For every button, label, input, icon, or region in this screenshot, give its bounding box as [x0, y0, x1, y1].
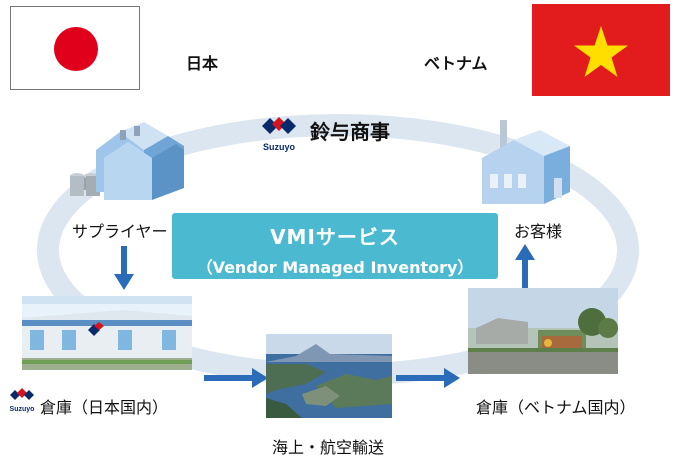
transport-photo [266, 334, 392, 418]
supplier-label: サプライヤー [72, 222, 168, 241]
vmi-service-box: VMIサービス （Vendor Managed Inventory） [172, 213, 498, 279]
japan-label: 日本 [186, 54, 219, 73]
arrow-warehouse-to-transport [204, 368, 268, 388]
customer-factory-icon [474, 118, 578, 210]
logo-text: Suzuyo [262, 142, 295, 152]
japan-flag-icon [10, 6, 140, 90]
supplier-factory-icon [64, 122, 190, 208]
warehouse-vietnam-photo [468, 288, 618, 374]
customer-label: お客様 [514, 222, 563, 241]
small-logo-text: Suzuyo [9, 406, 35, 413]
warehouse-vietnam-label: 倉庫（ベトナム国内） [476, 398, 636, 417]
warehouse-japan-photo [22, 296, 192, 370]
suzuyo-logo-icon: Suzuyo [256, 114, 302, 154]
arrow-supplier-to-warehouse [114, 246, 134, 290]
arrow-transport-to-warehouse-vn [396, 368, 460, 388]
suzuyo-small-logo-icon: Suzuyo [6, 386, 38, 416]
vietnam-label: ベトナム [424, 54, 488, 73]
arrow-warehouse-vn-to-customer [515, 244, 535, 288]
warehouse-japan-label: 倉庫（日本国内） [40, 398, 169, 417]
transport-label: 海上・航空輸送 [272, 438, 385, 457]
vietnam-flag-icon [532, 4, 670, 96]
vmi-subtitle: （Vendor Managed Inventory） [196, 258, 474, 277]
company-name: 鈴与商事 [310, 120, 390, 144]
vmi-title: VMIサービス [270, 225, 400, 249]
